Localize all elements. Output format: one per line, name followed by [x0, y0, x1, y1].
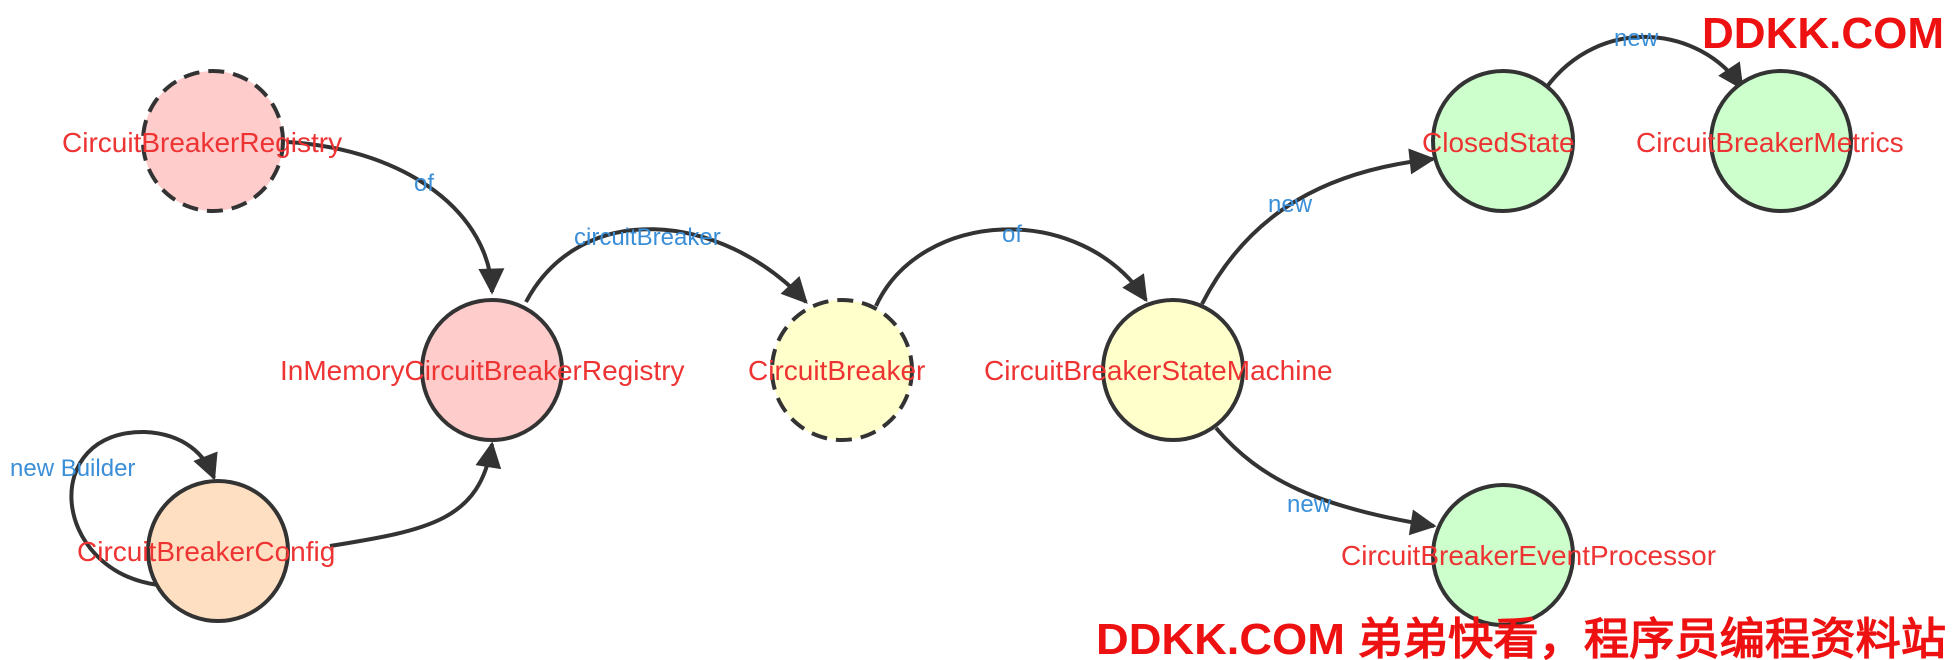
edge-label-of-1: of	[414, 170, 434, 197]
node-inmemorycircuitbreakerregistry[interactable]	[420, 298, 564, 442]
node-label-circuitbreakereventprocessor: CircuitBreakerEventProcessor	[1341, 540, 1716, 571]
watermark-top: DDKK.COM	[1702, 9, 1944, 58]
node-label-closedstate: ClosedState	[1422, 127, 1575, 158]
edge-closedstate-to-metrics	[1544, 34, 1744, 91]
node-circuitbreakerregistry[interactable]	[141, 69, 285, 213]
node-circuitbreakerstatemachine[interactable]	[1101, 298, 1245, 442]
edge-config-to-inmemory	[329, 441, 502, 548]
node-labels: CircuitBreakerRegistry InMemoryCircuitBr…	[62, 127, 1904, 571]
edge-circuitbreaker-to-statemachine	[874, 227, 1148, 307]
edge-registry-to-inmemory	[287, 140, 505, 295]
edge-config-self-loop	[69, 429, 218, 587]
node-circuitbreakermetrics[interactable]	[1709, 69, 1853, 213]
node-circuitbreakereventprocessor[interactable]	[1431, 483, 1575, 627]
watermark-bottom: DDKK.COM 弟弟快看，程序员编程资料站	[1096, 615, 1946, 660]
node-label-circuitbreakerregistry: CircuitBreakerRegistry	[62, 127, 342, 158]
nodes	[141, 69, 1853, 627]
edge-label-new-eventprocessor: new	[1287, 491, 1332, 518]
node-circuitbreaker[interactable]	[770, 298, 914, 442]
edge-label-new-closedstate: new	[1268, 191, 1313, 218]
edge-statemachine-to-closedstate	[1200, 148, 1436, 305]
edge-inmemory-to-circuitbreaker	[524, 227, 808, 304]
edge-statemachine-to-eventprocessor	[1214, 426, 1437, 536]
node-label-circuitbreakerstatemachine: CircuitBreakerStateMachine	[984, 355, 1333, 386]
watermarks: DDKK.COM DDKK.COM 弟弟快看，程序员编程资料站	[1096, 9, 1946, 660]
node-circuitbreakerconfig[interactable]	[146, 479, 290, 623]
node-closedstate[interactable]	[1431, 69, 1575, 213]
node-label-circuitbreakerconfig: CircuitBreakerConfig	[77, 536, 335, 567]
node-label-circuitbreakermetrics: CircuitBreakerMetrics	[1636, 127, 1904, 158]
edges	[69, 34, 1744, 587]
node-label-inmemorycircuitbreakerregistry: InMemoryCircuitBreakerRegistry	[280, 355, 685, 386]
edge-label-new-builder: new Builder	[10, 455, 135, 482]
edge-label-new-metrics: new	[1614, 25, 1659, 52]
edge-label-of-2: of	[1002, 221, 1022, 248]
edge-label-circuitbreaker: circuitBreaker	[574, 224, 721, 251]
node-label-circuitbreaker: CircuitBreaker	[748, 355, 925, 386]
edge-labels: of new Builder circuitBreaker of new new…	[10, 25, 1659, 518]
